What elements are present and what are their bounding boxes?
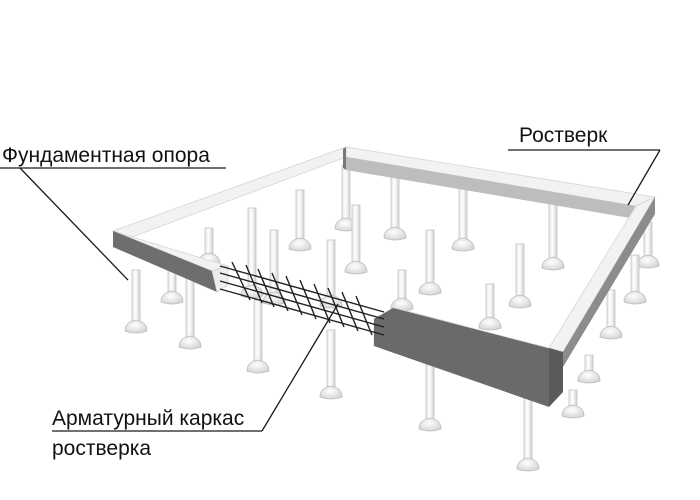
pile-base <box>516 457 540 472</box>
pile <box>383 174 407 241</box>
pile <box>508 243 532 309</box>
beam-front-left-end <box>211 265 229 293</box>
beam-front-right-cap <box>549 348 563 407</box>
pile-base <box>344 260 368 275</box>
beam-right-cap-face <box>343 147 346 170</box>
pile-base <box>623 290 647 305</box>
pile-base <box>508 294 532 309</box>
pile-shaft <box>295 189 305 246</box>
pile-base <box>160 290 184 305</box>
pile-shaft <box>390 174 400 235</box>
pile-shaft <box>253 299 263 368</box>
pile-shaft <box>425 229 435 290</box>
pile-shaft <box>185 274 195 344</box>
pile-base <box>178 335 202 350</box>
beam-back-right-front <box>346 157 636 219</box>
pile-base <box>383 226 407 241</box>
label-leaders <box>0 149 661 432</box>
pile-shaft <box>326 329 336 394</box>
pile-base <box>636 254 660 269</box>
pile-shaft <box>548 201 558 265</box>
pile-base <box>418 281 442 296</box>
beam-front-left-side <box>113 231 217 292</box>
pile-shaft <box>515 243 525 303</box>
pile-base <box>478 316 502 331</box>
pile <box>577 354 601 384</box>
label-grillage: Ростверк <box>519 124 608 147</box>
label-foundation-pile: Фундаментная опора <box>2 144 210 167</box>
pile <box>390 269 414 312</box>
pile <box>319 329 343 400</box>
pile-base <box>599 325 623 340</box>
pile <box>541 201 565 271</box>
pile-shaft <box>458 184 468 246</box>
pile-base <box>541 256 565 271</box>
pile <box>478 283 502 331</box>
leader-grillage-arrow <box>627 149 661 206</box>
pile <box>599 289 623 340</box>
pile <box>178 274 202 350</box>
pile <box>623 254 647 305</box>
pile-shaft <box>351 204 361 269</box>
pile-base <box>561 404 585 419</box>
pile-base <box>288 237 312 252</box>
leader-pile-arrow <box>19 167 129 281</box>
pile-base <box>451 237 475 252</box>
pile-shaft <box>326 239 336 303</box>
pile <box>418 229 442 296</box>
pile <box>124 269 148 334</box>
pile <box>418 359 442 432</box>
pile-shaft <box>341 164 351 226</box>
pile <box>344 204 368 275</box>
pile <box>636 221 660 269</box>
beam-front-right-side <box>374 308 563 407</box>
label-rebar-cage-line2: ростверка <box>52 437 152 460</box>
pile <box>288 189 312 252</box>
pile <box>451 184 475 252</box>
pile-base <box>577 369 601 384</box>
beam-right-side <box>563 197 655 367</box>
foundation-piles <box>124 164 660 472</box>
pile <box>561 389 585 419</box>
pile <box>160 259 184 305</box>
pile-shaft <box>425 359 435 426</box>
grillage-beams <box>111 146 657 407</box>
pile <box>246 299 270 374</box>
pile-shaft <box>131 269 141 328</box>
leader-cage-arrow <box>261 303 339 432</box>
pile-base <box>246 359 270 374</box>
pile <box>516 379 540 472</box>
pile-base <box>124 319 148 334</box>
pile-base <box>319 385 343 400</box>
pile-base <box>418 417 442 432</box>
label-rebar-cage-line1: Арматурный каркас <box>52 407 245 430</box>
